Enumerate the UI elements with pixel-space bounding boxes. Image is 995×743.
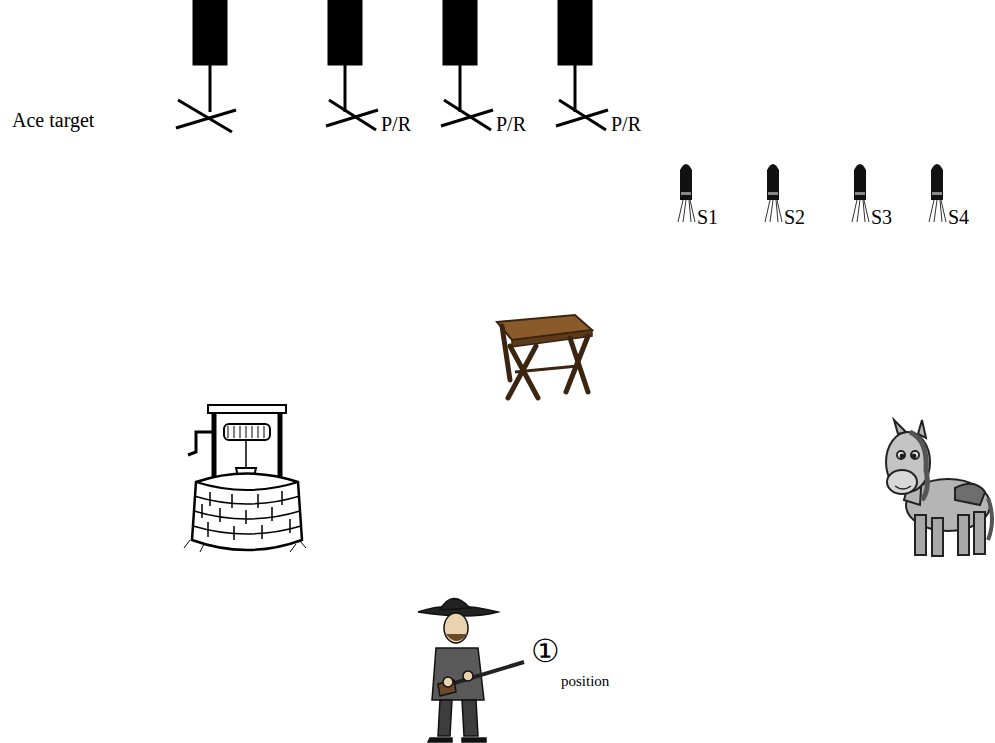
shotgun-target <box>929 164 946 222</box>
table-prop <box>497 315 592 398</box>
target-label: S3 <box>871 206 892 228</box>
target-label: Ace target <box>12 109 94 131</box>
target-label: S2 <box>784 206 805 228</box>
horse-prop <box>886 420 992 556</box>
target-label: S1 <box>697 206 718 228</box>
callout-number: ① <box>531 634 560 669</box>
shotgun-target <box>852 164 869 222</box>
pr-target <box>326 0 378 130</box>
cowboy-shooter <box>418 598 524 742</box>
well-prop <box>184 405 306 552</box>
target-label: S4 <box>948 206 969 228</box>
position-label: position <box>561 673 609 690</box>
shotgun-target <box>765 164 782 222</box>
ace-target <box>176 0 236 132</box>
pr-target <box>556 0 608 130</box>
target-label: P/R <box>381 113 411 135</box>
target-label: P/R <box>611 113 641 135</box>
pr-target <box>441 0 493 130</box>
shotgun-target <box>678 164 695 222</box>
target-label: P/R <box>496 113 526 135</box>
